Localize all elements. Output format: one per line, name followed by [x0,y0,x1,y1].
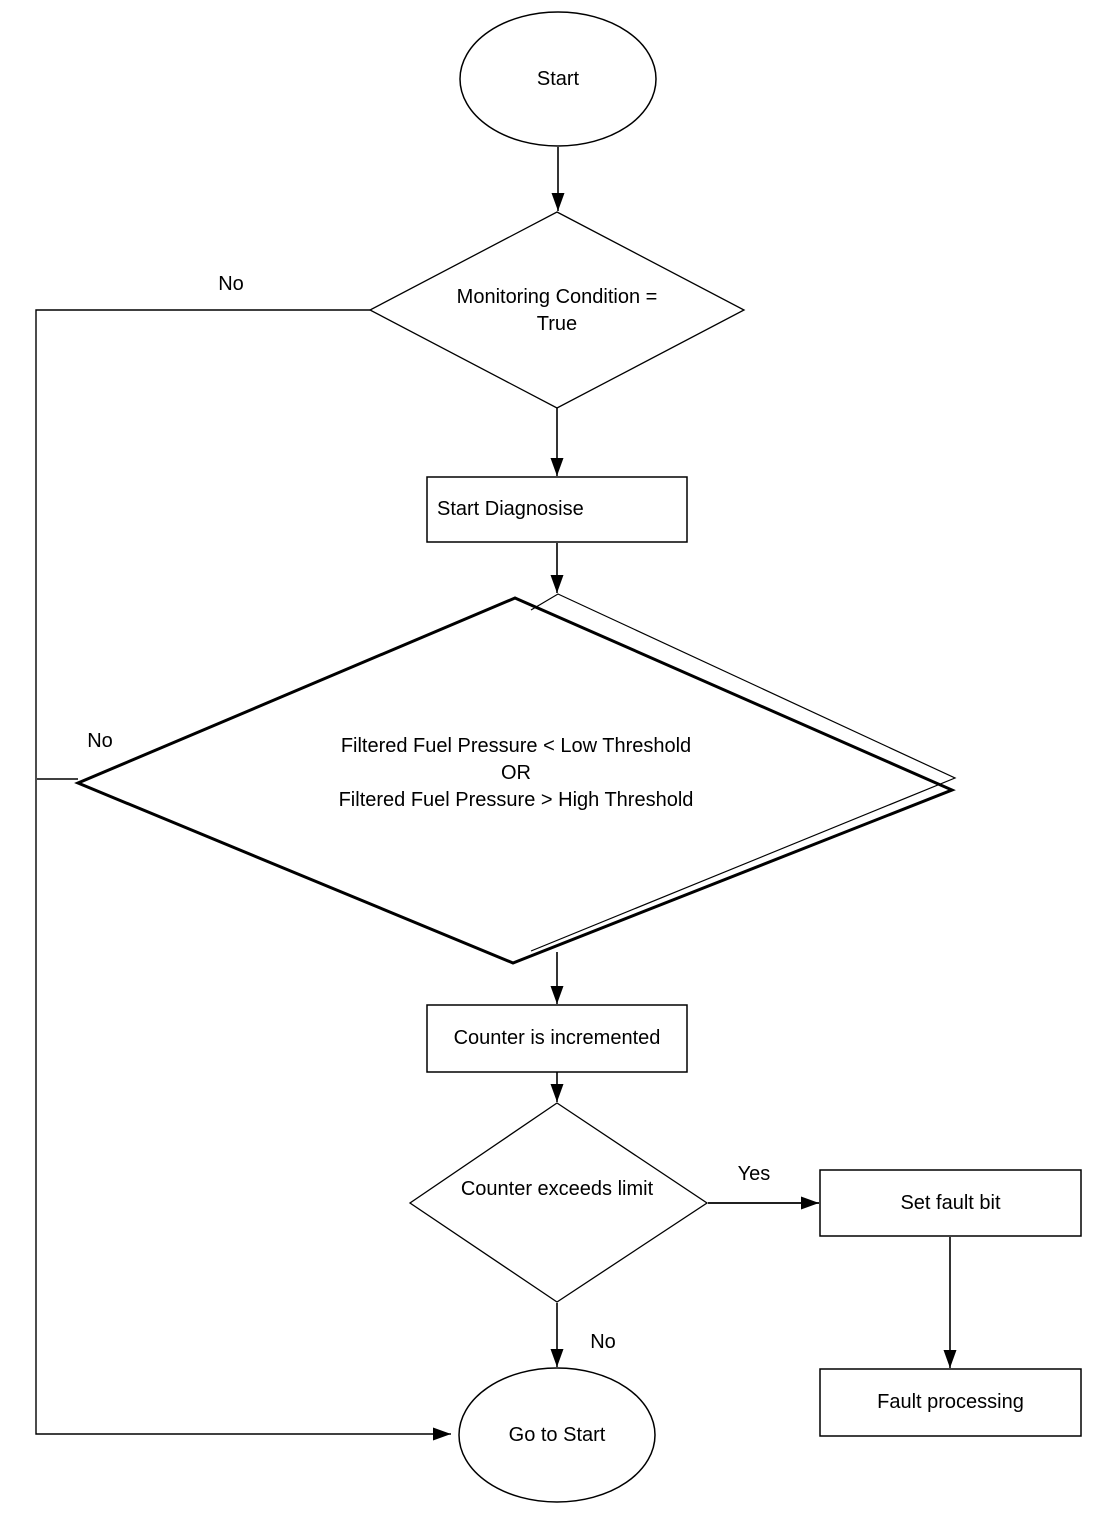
counter-incremented-box-shape [426,1004,688,1073]
start-node-label: Start [536,68,580,90]
monitoring-condition-diamond-shape [368,211,746,409]
edge-label-yes-exceeds: Yes [737,1163,771,1185]
pressure-check-label-line2: OR [501,762,531,784]
pressure-check-label-line1: Filtered Fuel Pressure < Low Threshold [340,735,692,757]
fault-processing-box-shape [819,1368,1082,1437]
edge-label-no-monitoring: No [218,273,244,295]
start-diagnosise-label: Start Diagnosise [437,498,584,520]
edge-label-no-pressure: No [87,730,113,752]
start-node-shape [459,11,657,147]
edge-label-no-exceeds: No [590,1331,616,1353]
go-to-start-label: Go to Start [508,1424,606,1446]
go-to-start-node-shape [458,1367,656,1503]
set-fault-bit-box-shape [819,1169,1082,1237]
counter-exceeds-diamond-shape [408,1102,709,1303]
edge-monitoring-no-to-go-to-start [35,309,451,1441]
fault-processing-label: Fault processing [877,1391,1024,1413]
counter-exceeds-label: Counter exceeds limit [460,1178,654,1200]
pressure-check-diamond-shape [74,596,956,965]
monitoring-condition-label: Monitoring Condition = True [456,286,658,335]
start-diagnosise-box-shape [426,476,688,543]
pressure-check-label-line3: Filtered Fuel Pressure > High Threshold [338,789,694,811]
pressure-check-diamond-outline-echo [530,593,957,952]
counter-incremented-label: Counter is incremented [453,1027,661,1049]
set-fault-bit-label: Set fault bit [900,1192,1001,1214]
pressure-check-label: Filtered Fuel Pressure < Low Threshold O… [296,733,736,814]
